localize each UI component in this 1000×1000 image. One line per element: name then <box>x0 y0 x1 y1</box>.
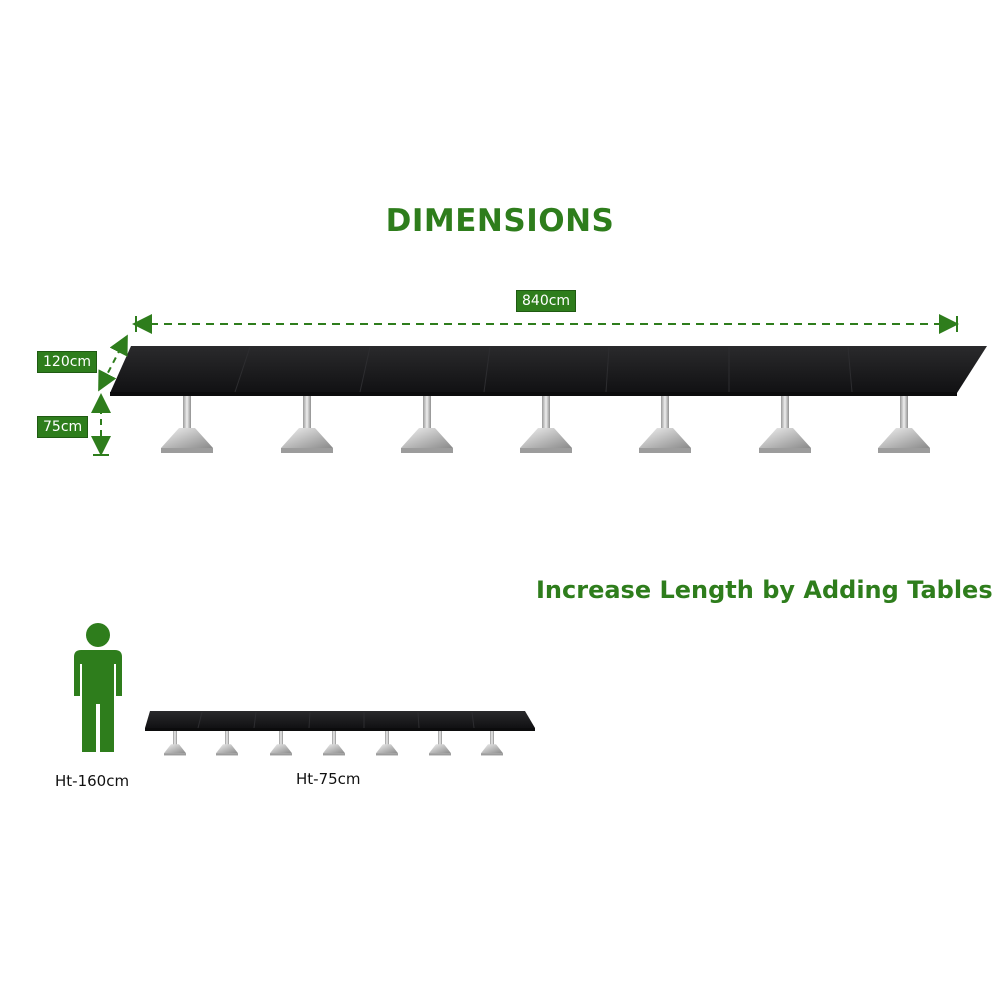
small-table-legs <box>164 731 503 756</box>
small-table-leg <box>270 731 292 756</box>
small-table-top <box>145 711 535 728</box>
small-table-leg <box>323 731 345 756</box>
page-title: DIMENSIONS <box>385 203 615 239</box>
person-icon <box>74 623 122 752</box>
small-table-leg <box>481 731 503 756</box>
subtitle: Increase Length by Adding Tables <box>536 576 993 604</box>
large-table <box>110 346 987 453</box>
small-table-leg <box>216 731 238 756</box>
large-table-leg <box>639 396 691 453</box>
large-table-leg <box>281 396 333 453</box>
large-table-legs <box>161 396 930 453</box>
large-table-leg <box>161 396 213 453</box>
length-label: 840cm <box>516 290 577 312</box>
large-table-edge <box>110 392 957 396</box>
large-table-top <box>110 346 987 393</box>
table-height-label: Ht-75cm <box>296 770 361 788</box>
small-table <box>145 711 535 756</box>
large-table-seams <box>234 346 853 393</box>
person-height-label: Ht-160cm <box>55 772 130 790</box>
large-table-leg <box>401 396 453 453</box>
width-label: 120cm <box>37 351 98 373</box>
large-table-leg <box>520 396 572 453</box>
large-table-leg <box>878 396 930 453</box>
small-table-leg <box>164 731 186 756</box>
height-label: 75cm <box>37 416 89 438</box>
small-table-leg <box>376 731 398 756</box>
small-table-leg <box>429 731 451 756</box>
width-arrow <box>98 334 128 392</box>
large-table-leg <box>759 396 811 453</box>
